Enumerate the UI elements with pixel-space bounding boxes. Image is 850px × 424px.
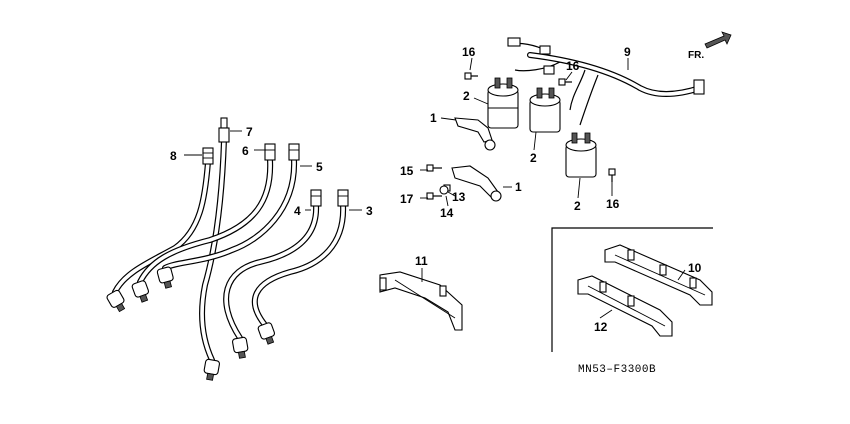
ignition-coil-top [487,77,519,129]
callout-15: 15 [400,164,414,178]
front-indicator: FR. [688,50,704,61]
callout-5: 5 [316,160,323,174]
callout-16-mid: 16 [566,59,580,73]
callout-4: 4 [294,204,301,218]
callout-3: 3 [366,204,373,218]
callout-7: 7 [246,125,253,139]
callout-16-top: 16 [462,45,476,59]
cable-leaders [184,130,362,211]
callout-10: 10 [688,261,702,275]
callout-labels: 8 7 6 5 4 3 1 1 2 2 2 16 16 16 15 17 13 … [170,45,704,376]
diagram-code: MN53–F3300B [578,364,656,376]
inset-box [551,227,713,352]
clamp-12 [577,275,673,337]
leaders [420,57,686,319]
ignition-coil-bottom [565,132,597,178]
callout-17: 17 [400,192,414,206]
callout-11: 11 [415,254,428,268]
callout-8: 8 [170,149,177,163]
callout-16-bottom: 16 [606,197,620,211]
coil-leads [451,117,502,202]
plug-caps [106,266,276,381]
clamp-10 [604,244,713,306]
callout-2-top: 2 [463,89,470,103]
callout-2-bottom: 2 [574,199,581,213]
callout-13: 13 [452,190,466,204]
ignition-coil-middle [529,87,561,133]
arrow-front-icon [704,31,732,49]
spark-plug-cables [112,137,347,363]
callout-12: 12 [594,320,608,334]
cable-terminals [202,117,349,207]
bolts [426,72,616,200]
cable-clamp-11 [379,271,463,331]
wire-harness [507,37,705,126]
callout-2-middle: 2 [530,151,537,165]
callout-1-top: 1 [430,111,437,125]
callout-14: 14 [440,206,454,220]
callout-6: 6 [242,144,249,158]
callout-1-bottom: 1 [515,180,522,194]
callout-9: 9 [624,45,631,59]
